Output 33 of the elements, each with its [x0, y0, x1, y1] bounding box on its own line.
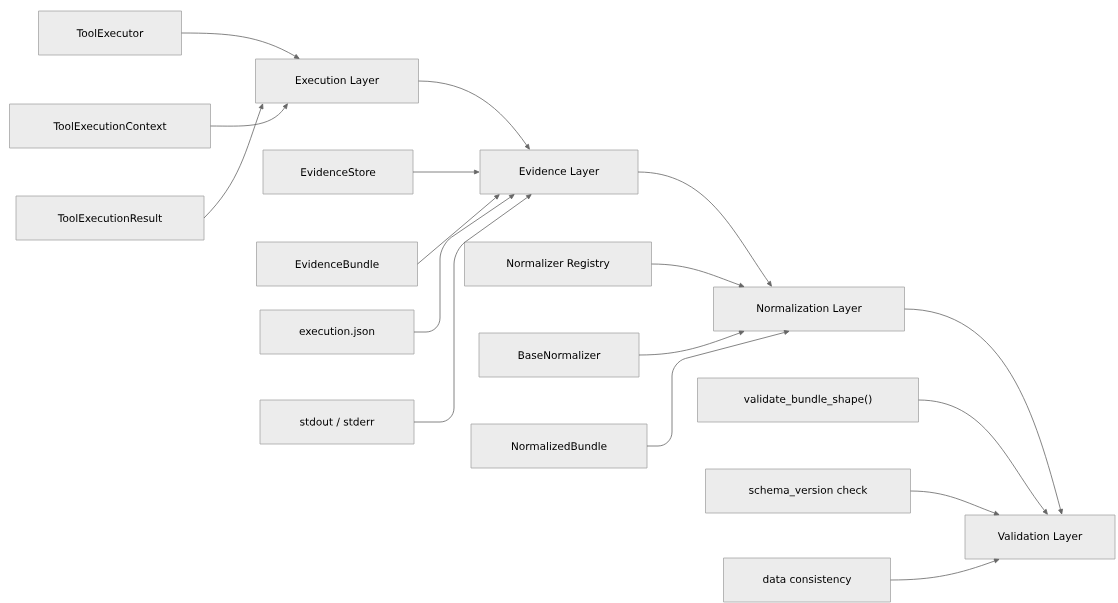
- process-box: ToolExecutionContext: [9, 103, 211, 149]
- arrow: [412, 169, 480, 175]
- arrow: [418, 80, 530, 150]
- process-box: NormalizedBundle: [470, 423, 648, 469]
- arrow: [413, 194, 515, 333]
- process-box: Execution Layer: [255, 58, 419, 104]
- arrow: [181, 32, 300, 59]
- arrow: [890, 558, 1000, 581]
- arrow: [637, 171, 772, 287]
- process-box: EvidenceBundle: [256, 241, 418, 287]
- process-box: Evidence Layer: [479, 149, 639, 195]
- arrow: [203, 103, 264, 219]
- process-box: ToolExecutionResult: [15, 195, 205, 241]
- process-box: execution.json: [259, 309, 415, 355]
- process-box: validate_bundle_shape(): [697, 377, 919, 423]
- process-box: stdout / stderr: [259, 399, 415, 445]
- arrow: [210, 103, 288, 127]
- process-box: Normalizer Registry: [464, 241, 652, 287]
- process-box: data consistency: [723, 557, 891, 603]
- process-box: Validation Layer: [964, 514, 1116, 560]
- process-box: Normalization Layer: [713, 286, 905, 332]
- process-box: schema_version check: [705, 468, 911, 514]
- process-box: BaseNormalizer: [478, 332, 640, 378]
- arrow: [417, 194, 500, 265]
- arrow: [918, 399, 1048, 515]
- arrow: [413, 194, 532, 423]
- process-box: EvidenceStore: [262, 149, 414, 195]
- arrow: [904, 308, 1063, 515]
- arrow: [910, 490, 1000, 516]
- arrow: [646, 330, 790, 447]
- process-box: ToolExecutor: [38, 10, 182, 56]
- arrow: [638, 330, 745, 356]
- arrow: [651, 263, 745, 288]
